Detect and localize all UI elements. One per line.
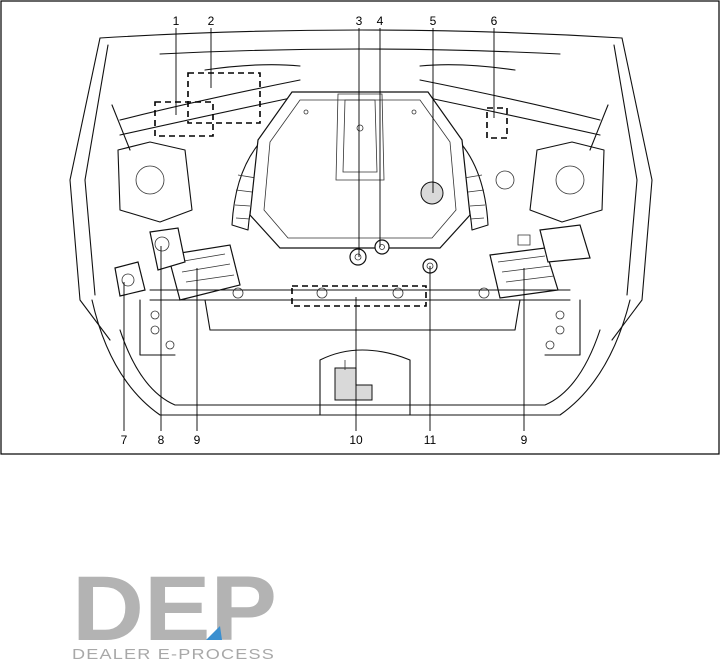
callout-7: 7 bbox=[121, 433, 128, 447]
core-support bbox=[140, 288, 580, 355]
dashed-area-10 bbox=[292, 286, 426, 306]
callout-6: 6 bbox=[491, 14, 498, 28]
dealer-e-process-logo: DEP DEALER E-PROCESS bbox=[72, 558, 277, 663]
engine-cover bbox=[250, 92, 470, 248]
callout-2: 2 bbox=[208, 14, 215, 28]
callout-8: 8 bbox=[158, 433, 165, 447]
callout-1: 1 bbox=[173, 14, 180, 28]
dashed-area-2 bbox=[188, 73, 260, 123]
callout-9-right: 9 bbox=[521, 433, 528, 447]
logo-letters: DEP bbox=[72, 558, 277, 660]
dashed-area-1 bbox=[155, 102, 213, 136]
callout-11: 11 bbox=[424, 433, 437, 447]
callout-10: 10 bbox=[349, 433, 363, 447]
callout-4: 4 bbox=[377, 14, 384, 28]
left-reservoirs bbox=[115, 228, 185, 296]
logo-tagline: DEALER E-PROCESS bbox=[72, 646, 275, 663]
callout-3: 3 bbox=[356, 14, 363, 28]
callout-5: 5 bbox=[430, 14, 437, 28]
callout-9-left: 9 bbox=[194, 433, 201, 447]
